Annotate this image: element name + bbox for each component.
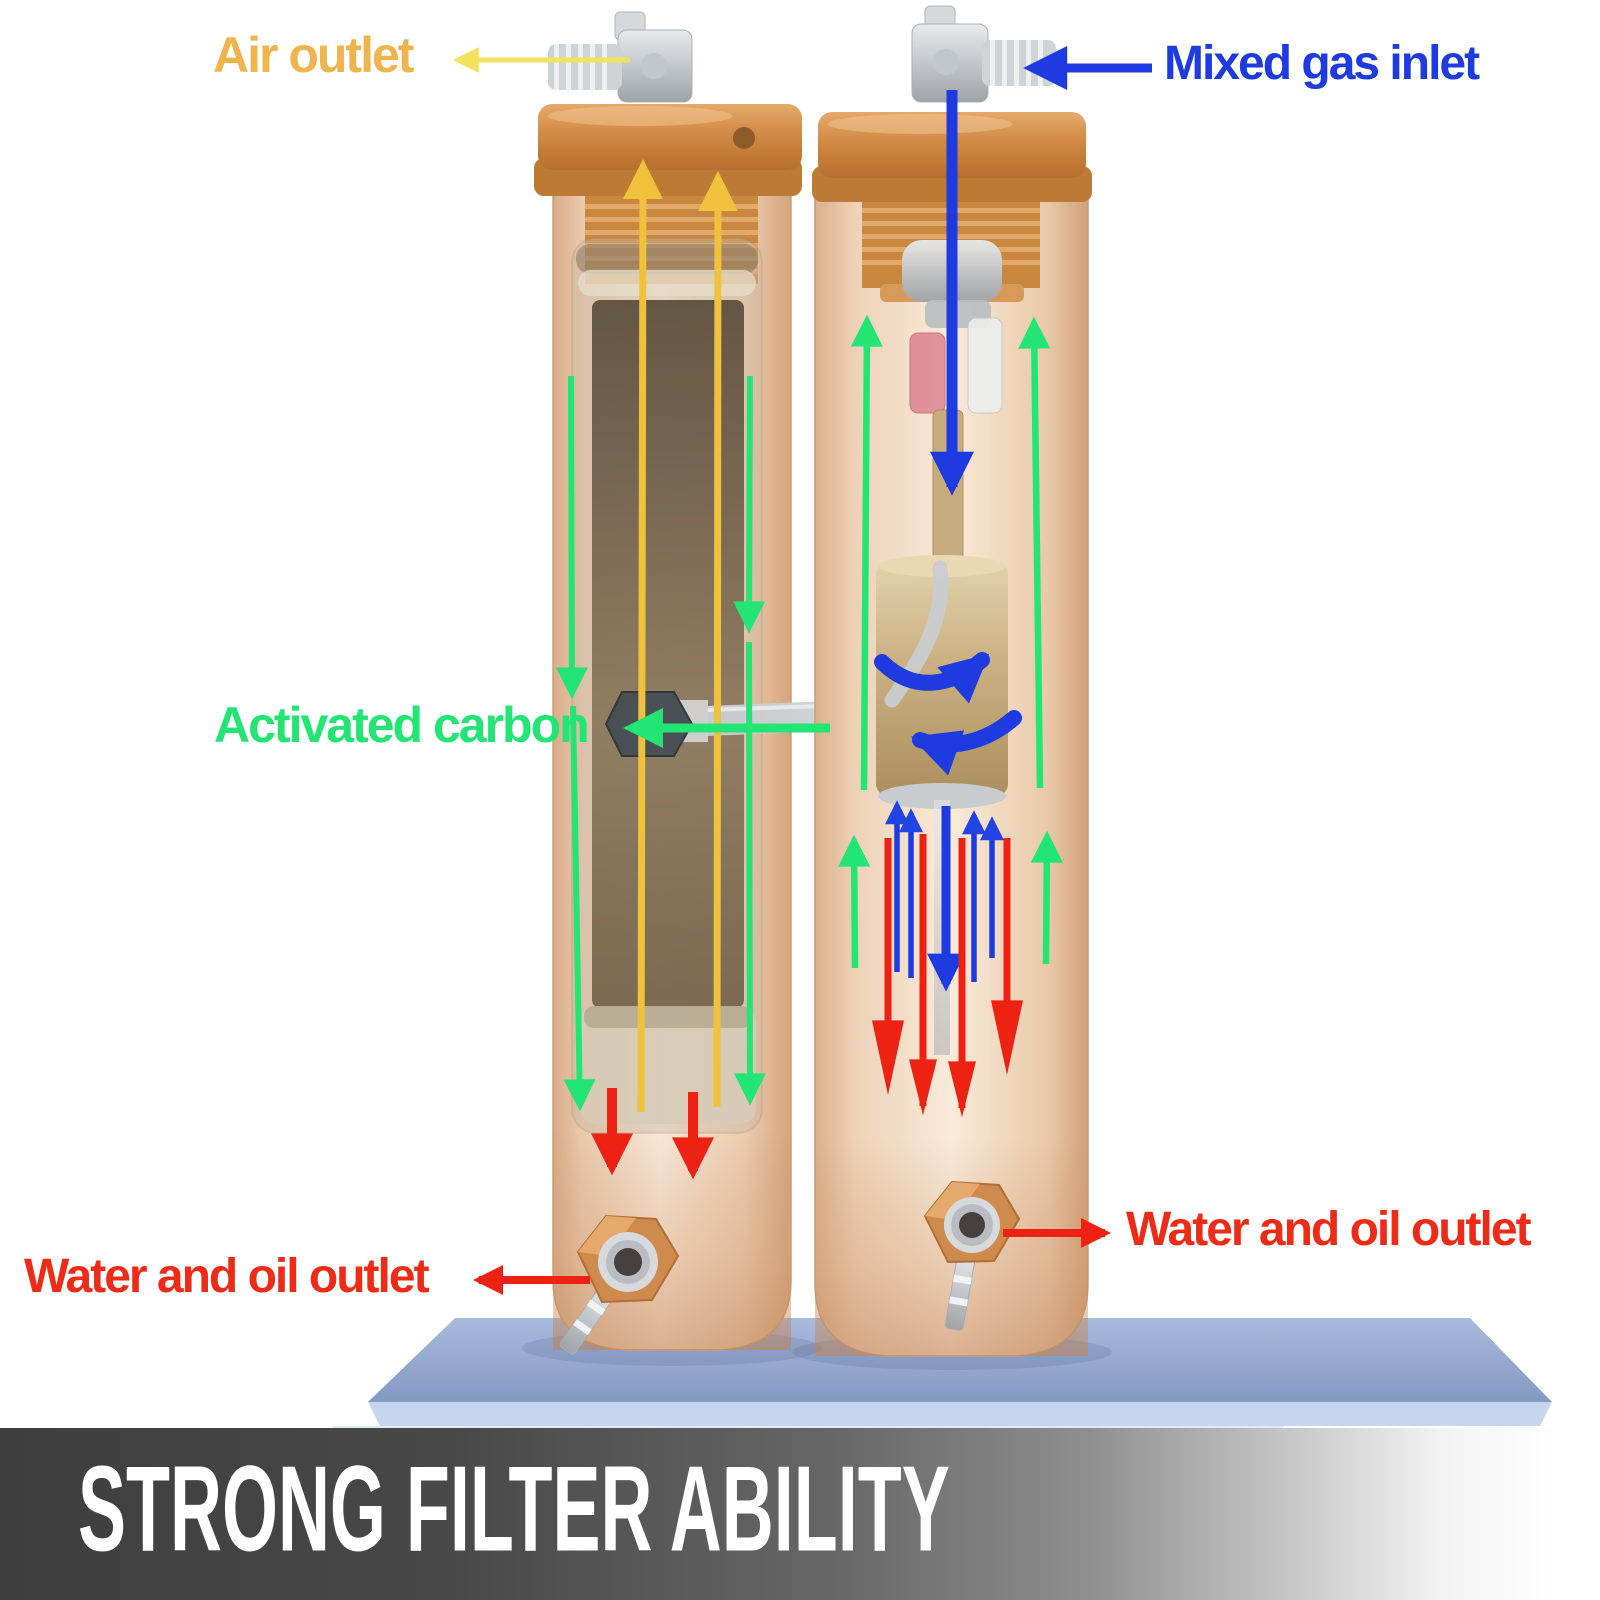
green-up-right-a — [1030, 830, 1063, 965]
swirl-arrow-upper — [874, 652, 990, 704]
activated-carbon-label: Activated carbon — [214, 697, 590, 753]
cartridge-top-rim — [578, 270, 756, 296]
air-up-arrow-1 — [622, 159, 663, 1113]
banner: STRONG FILTER ABILITY — [0, 1428, 1600, 1600]
right-valve-hex-facet — [925, 1182, 980, 1220]
swirl-arrow-lower — [910, 710, 1022, 776]
cap-highlight — [548, 106, 732, 126]
green-up-right-b — [1018, 316, 1051, 789]
sight-element-clear — [967, 317, 1003, 414]
green-down-left-a — [555, 375, 588, 700]
left-valve-hex-facet — [578, 1216, 636, 1256]
sight-element-red — [909, 332, 946, 414]
right-drain-valve — [923, 1180, 1021, 1331]
base-plate-front-edge — [368, 1402, 1552, 1426]
fitting-ribbed-barb — [982, 40, 1056, 86]
left-valve-bore — [614, 1248, 642, 1276]
mixed-gas-arrows — [874, 46, 1152, 992]
water-oil-arrows — [473, 834, 1111, 1295]
fitting-port — [641, 53, 667, 79]
green-up-left-b — [850, 314, 883, 791]
fitting-port — [933, 49, 959, 75]
banner-title: STRONG FILTER ABILITY — [78, 1440, 950, 1577]
water-oil-outlet-label-right: Water and oil outlet — [1126, 1203, 1532, 1256]
cartridge-bottom-cap — [580, 1006, 756, 1124]
gas-inlet-fitting — [911, 5, 1056, 103]
green-up-left-a — [838, 834, 871, 969]
cyclone-block-bottom — [878, 783, 1006, 809]
green-down-right-b — [733, 641, 766, 1106]
cap-highlight — [828, 114, 1012, 134]
right-valve-bore — [959, 1212, 985, 1238]
clean-air-arrows — [555, 314, 1063, 1112]
air-outlet-fitting — [548, 11, 693, 103]
cartridge-top-ring — [576, 244, 758, 274]
air-outlet-label: Air outlet — [213, 27, 414, 83]
mixed-gas-inlet-label: Mixed gas inlet — [1164, 37, 1480, 90]
green-down-right-a — [733, 375, 766, 634]
air-up-arrow-2 — [697, 171, 738, 1108]
green-down-left-b — [563, 705, 596, 1112]
cap-hole — [733, 127, 755, 149]
air-flow-arrows — [452, 47, 738, 1113]
water-oil-outlet-label-left: Water and oil outlet — [24, 1250, 430, 1303]
left-cap — [534, 104, 802, 196]
fitting-ribbed-barb — [548, 44, 622, 90]
filter-cartridge — [571, 237, 763, 1134]
carbon-media — [592, 300, 744, 1008]
left-drain-valve — [559, 1214, 680, 1355]
internal-tube-curve — [884, 560, 949, 708]
